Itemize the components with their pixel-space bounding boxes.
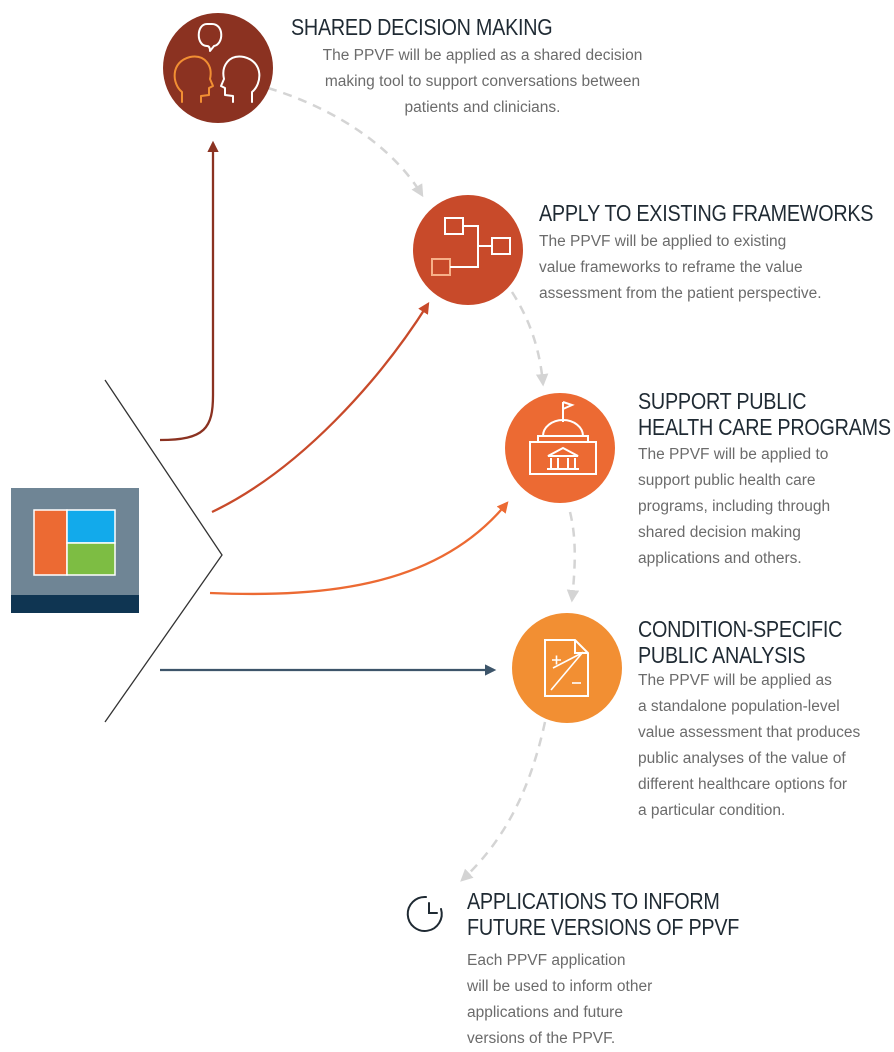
dashed-connector-apply-to-support: [510, 291, 549, 387]
support-line-1: The PPVF will be applied to: [638, 446, 829, 463]
apply-description: The PPVF will be applied to existing val…: [539, 229, 822, 307]
logo-blue-block: [66, 509, 116, 544]
condition-title-line-2: PUBLIC ANALYSIS: [638, 642, 806, 668]
condition-line-6: a particular condition.: [638, 802, 786, 819]
circle-shared: [163, 13, 273, 123]
node-support: [505, 393, 615, 503]
future-line-4: versions of the PPVF.: [467, 1030, 616, 1047]
node-shared: [163, 13, 273, 123]
condition-line-1: The PPVF will be applied as: [638, 672, 832, 689]
circle-support: [505, 393, 615, 503]
support-title-line-2: HEALTH CARE PROGRAMS: [638, 414, 891, 440]
circle-apply: [413, 195, 523, 305]
arrow-to-shared: [159, 140, 219, 442]
dashed-connectors: [267, 86, 580, 882]
clock-icon: [406, 895, 443, 932]
two-heads-speech-icon: [173, 23, 261, 103]
support-line-5: applications and others.: [638, 550, 802, 567]
apply-title: APPLY TO EXISTING FRAMEWORKS: [539, 200, 874, 226]
support-title-line-1: SUPPORT PUBLIC: [638, 388, 807, 414]
support-line-3: programs, including through: [638, 498, 831, 515]
condition-title-line-1: CONDITION-SPECIFIC: [638, 616, 843, 642]
circle-condition: [512, 613, 622, 723]
support-line-2: support public health care: [638, 472, 816, 489]
apply-line-2: value frameworks to reframe the value: [539, 259, 803, 276]
chevron-divider: [104, 379, 223, 723]
shared-line-3: patients and clinicians.: [404, 99, 561, 116]
future-line-2: will be used to inform other: [467, 978, 653, 995]
logo-bar: [11, 595, 139, 613]
ppvf-logo: [11, 488, 139, 613]
support-description: The PPVF will be applied to support publ…: [638, 442, 830, 572]
shared-title: SHARED DECISION MAKING: [291, 14, 553, 40]
dashed-connector-condition-to-future: [460, 721, 547, 882]
capitol-building-icon: [529, 401, 597, 475]
node-condition: [512, 613, 622, 723]
future-title: APPLICATIONS TO INFORM FUTURE VERSIONS O…: [467, 888, 739, 940]
condition-line-2: a standalone population-level: [638, 698, 840, 715]
arrow-to-apply: [211, 302, 430, 514]
condition-title: CONDITION-SPECIFIC PUBLIC ANALYSIS: [638, 616, 842, 668]
future-title-line-2: FUTURE VERSIONS OF PPVF: [467, 914, 740, 940]
node-future: [406, 895, 443, 932]
arrow-to-support: [209, 501, 509, 596]
logo-green-block: [66, 542, 116, 576]
dashed-connector-support-to-condition: [566, 511, 580, 603]
future-line-3: applications and future: [467, 1004, 623, 1021]
support-line-4: shared decision making: [638, 524, 801, 541]
support-title: SUPPORT PUBLIC HEALTH CARE PROGRAMS: [638, 388, 891, 440]
node-apply: [413, 195, 523, 305]
condition-line-4: public analyses of the value of: [638, 750, 846, 767]
condition-description: The PPVF will be applied as a standalone…: [638, 668, 860, 824]
apply-line-3: assessment from the patient perspective.: [539, 285, 822, 302]
shared-line-1: The PPVF will be applied as a shared dec…: [322, 47, 643, 64]
source-arrows: [159, 140, 509, 676]
shared-description: The PPVF will be applied as a shared dec…: [260, 43, 705, 121]
shared-line-2: making tool to support conversations bet…: [324, 73, 641, 90]
condition-line-3: value assessment that produces: [638, 724, 861, 741]
document-plus-minus-icon: [544, 639, 589, 697]
future-title-line-1: APPLICATIONS TO INFORM: [467, 888, 720, 914]
logo-orange-block: [33, 509, 68, 576]
apply-line-1: The PPVF will be applied to existing: [539, 233, 787, 250]
future-line-1: Each PPVF application: [467, 952, 626, 969]
future-description: Each PPVF application will be used to in…: [467, 948, 652, 1052]
condition-line-5: different healthcare options for: [638, 776, 848, 793]
flowchart-icon: [431, 217, 511, 276]
dashed-connector-shared-to-apply: [267, 86, 424, 198]
